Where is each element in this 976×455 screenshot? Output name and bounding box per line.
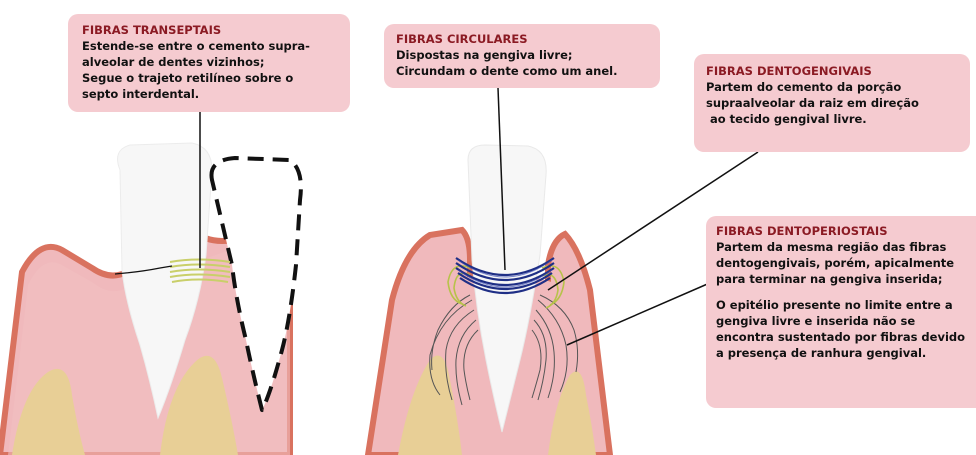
- label-line: Circundam o dente como um anel.: [396, 63, 660, 79]
- label-title: FIBRAS TRANSEPTAIS: [82, 23, 350, 38]
- label-line: para terminar na gengiva inserida;: [716, 271, 976, 287]
- label-fibras-circulares: FIBRAS CIRCULARES Dispostas na gengiva l…: [384, 24, 660, 88]
- label-fibras-dentoperiostais: FIBRAS DENTOPERIOSTAIS Partem da mesma r…: [706, 216, 976, 408]
- label-line: dentogengivais, porém, apicalmente: [716, 255, 976, 271]
- label-title: FIBRAS CIRCULARES: [396, 32, 660, 47]
- label-line: Partem do cemento da porção: [706, 79, 970, 95]
- label-line: Partem da mesma região das fibras: [716, 239, 976, 255]
- label-line: alveolar de dentes vizinhos;: [82, 54, 350, 70]
- label-line: Segue o trajeto retilíneo sobre o: [82, 70, 350, 86]
- label-fibras-dentogengivais: FIBRAS DENTOGENGIVAIS Partem do cemento …: [694, 54, 970, 152]
- note-line: O epitélio presente no limite entre a: [716, 297, 976, 313]
- note-line: gengiva livre e inserida não se: [716, 313, 976, 329]
- label-line: septo interdental.: [82, 86, 350, 102]
- label-line: Estende-se entre o cemento supra-: [82, 38, 350, 54]
- note-line: encontra sustentado por fibras devido: [716, 329, 976, 345]
- label-title: FIBRAS DENTOGENGIVAIS: [706, 64, 970, 79]
- label-line: supraalveolar da raiz em direção: [706, 95, 970, 111]
- label-line: Dispostas na gengiva livre;: [396, 47, 660, 63]
- label-title: FIBRAS DENTOPERIOSTAIS: [716, 224, 976, 239]
- label-line: ao tecido gengival livre.: [706, 111, 970, 127]
- note-line: a presença de ranhura gengival.: [716, 345, 976, 361]
- label-fibras-transeptais: FIBRAS TRANSEPTAIS Estende-se entre o ce…: [68, 14, 350, 112]
